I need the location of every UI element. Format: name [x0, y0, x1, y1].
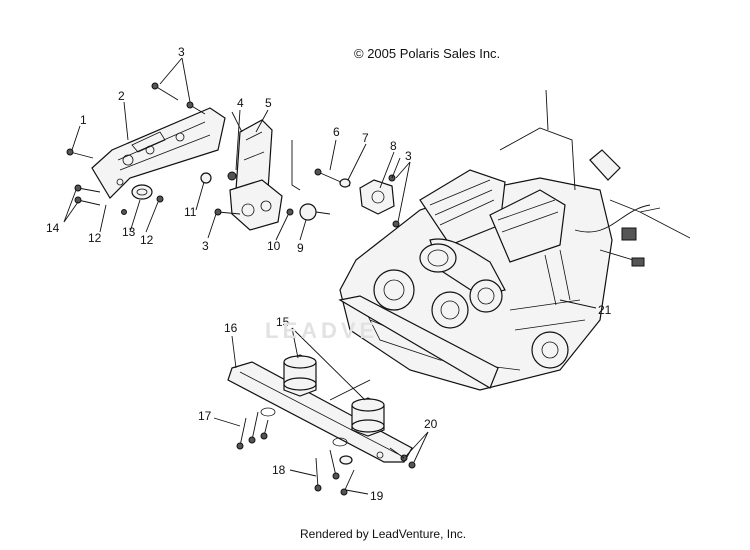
bolts-17 — [236, 411, 269, 450]
callout-20: 20 — [424, 417, 438, 431]
callout-18: 18 — [272, 463, 286, 477]
lower-mount-plate — [227, 361, 413, 463]
render-credit: Rendered by LeadVenture, Inc. — [300, 527, 467, 541]
callout-19: 19 — [370, 489, 384, 503]
bracket-plate — [91, 107, 226, 199]
callout-leaders — [63, 57, 597, 495]
callout-11: 11 — [184, 205, 197, 219]
callout-6: 6 — [333, 125, 340, 139]
callout-labels: 1 2 3 3 3 4 5 6 7 8 9 10 11 12 12 13 14 … — [46, 45, 612, 503]
callout-2: 2 — [118, 89, 125, 103]
engine-assembly — [339, 89, 691, 391]
callout-21: 21 — [598, 303, 612, 317]
left-bolts — [66, 148, 101, 206]
callout-4: 4 — [237, 96, 244, 110]
top-bolts — [151, 82, 206, 115]
callout-9: 9 — [297, 241, 304, 255]
callout-3-right: 3 — [405, 149, 412, 163]
callout-1: 1 — [80, 113, 87, 127]
clamp — [131, 184, 164, 203]
callout-5: 5 — [265, 96, 272, 110]
callout-13: 13 — [122, 225, 136, 239]
rubber-mount-8 — [359, 179, 395, 215]
callout-17: 17 — [198, 409, 212, 423]
copyright-notice: © 2005 Polaris Sales Inc. — [354, 46, 501, 61]
callout-8: 8 — [390, 139, 397, 153]
callout-14: 14 — [46, 221, 60, 235]
callout-3-top: 3 — [178, 45, 185, 59]
callout-10: 10 — [267, 239, 281, 253]
bolts-18-19 — [314, 449, 355, 496]
callout-12-left: 12 — [88, 231, 102, 245]
watermark: LEADVE — [265, 318, 379, 343]
callout-16: 16 — [224, 321, 238, 335]
rubber-mounts-15 — [283, 354, 385, 437]
callout-3-lower: 3 — [202, 239, 209, 253]
callout-7: 7 — [362, 131, 369, 145]
mount-block — [227, 111, 283, 231]
callout-12-right: 12 — [140, 233, 154, 247]
callout-15: 15 — [276, 315, 290, 329]
